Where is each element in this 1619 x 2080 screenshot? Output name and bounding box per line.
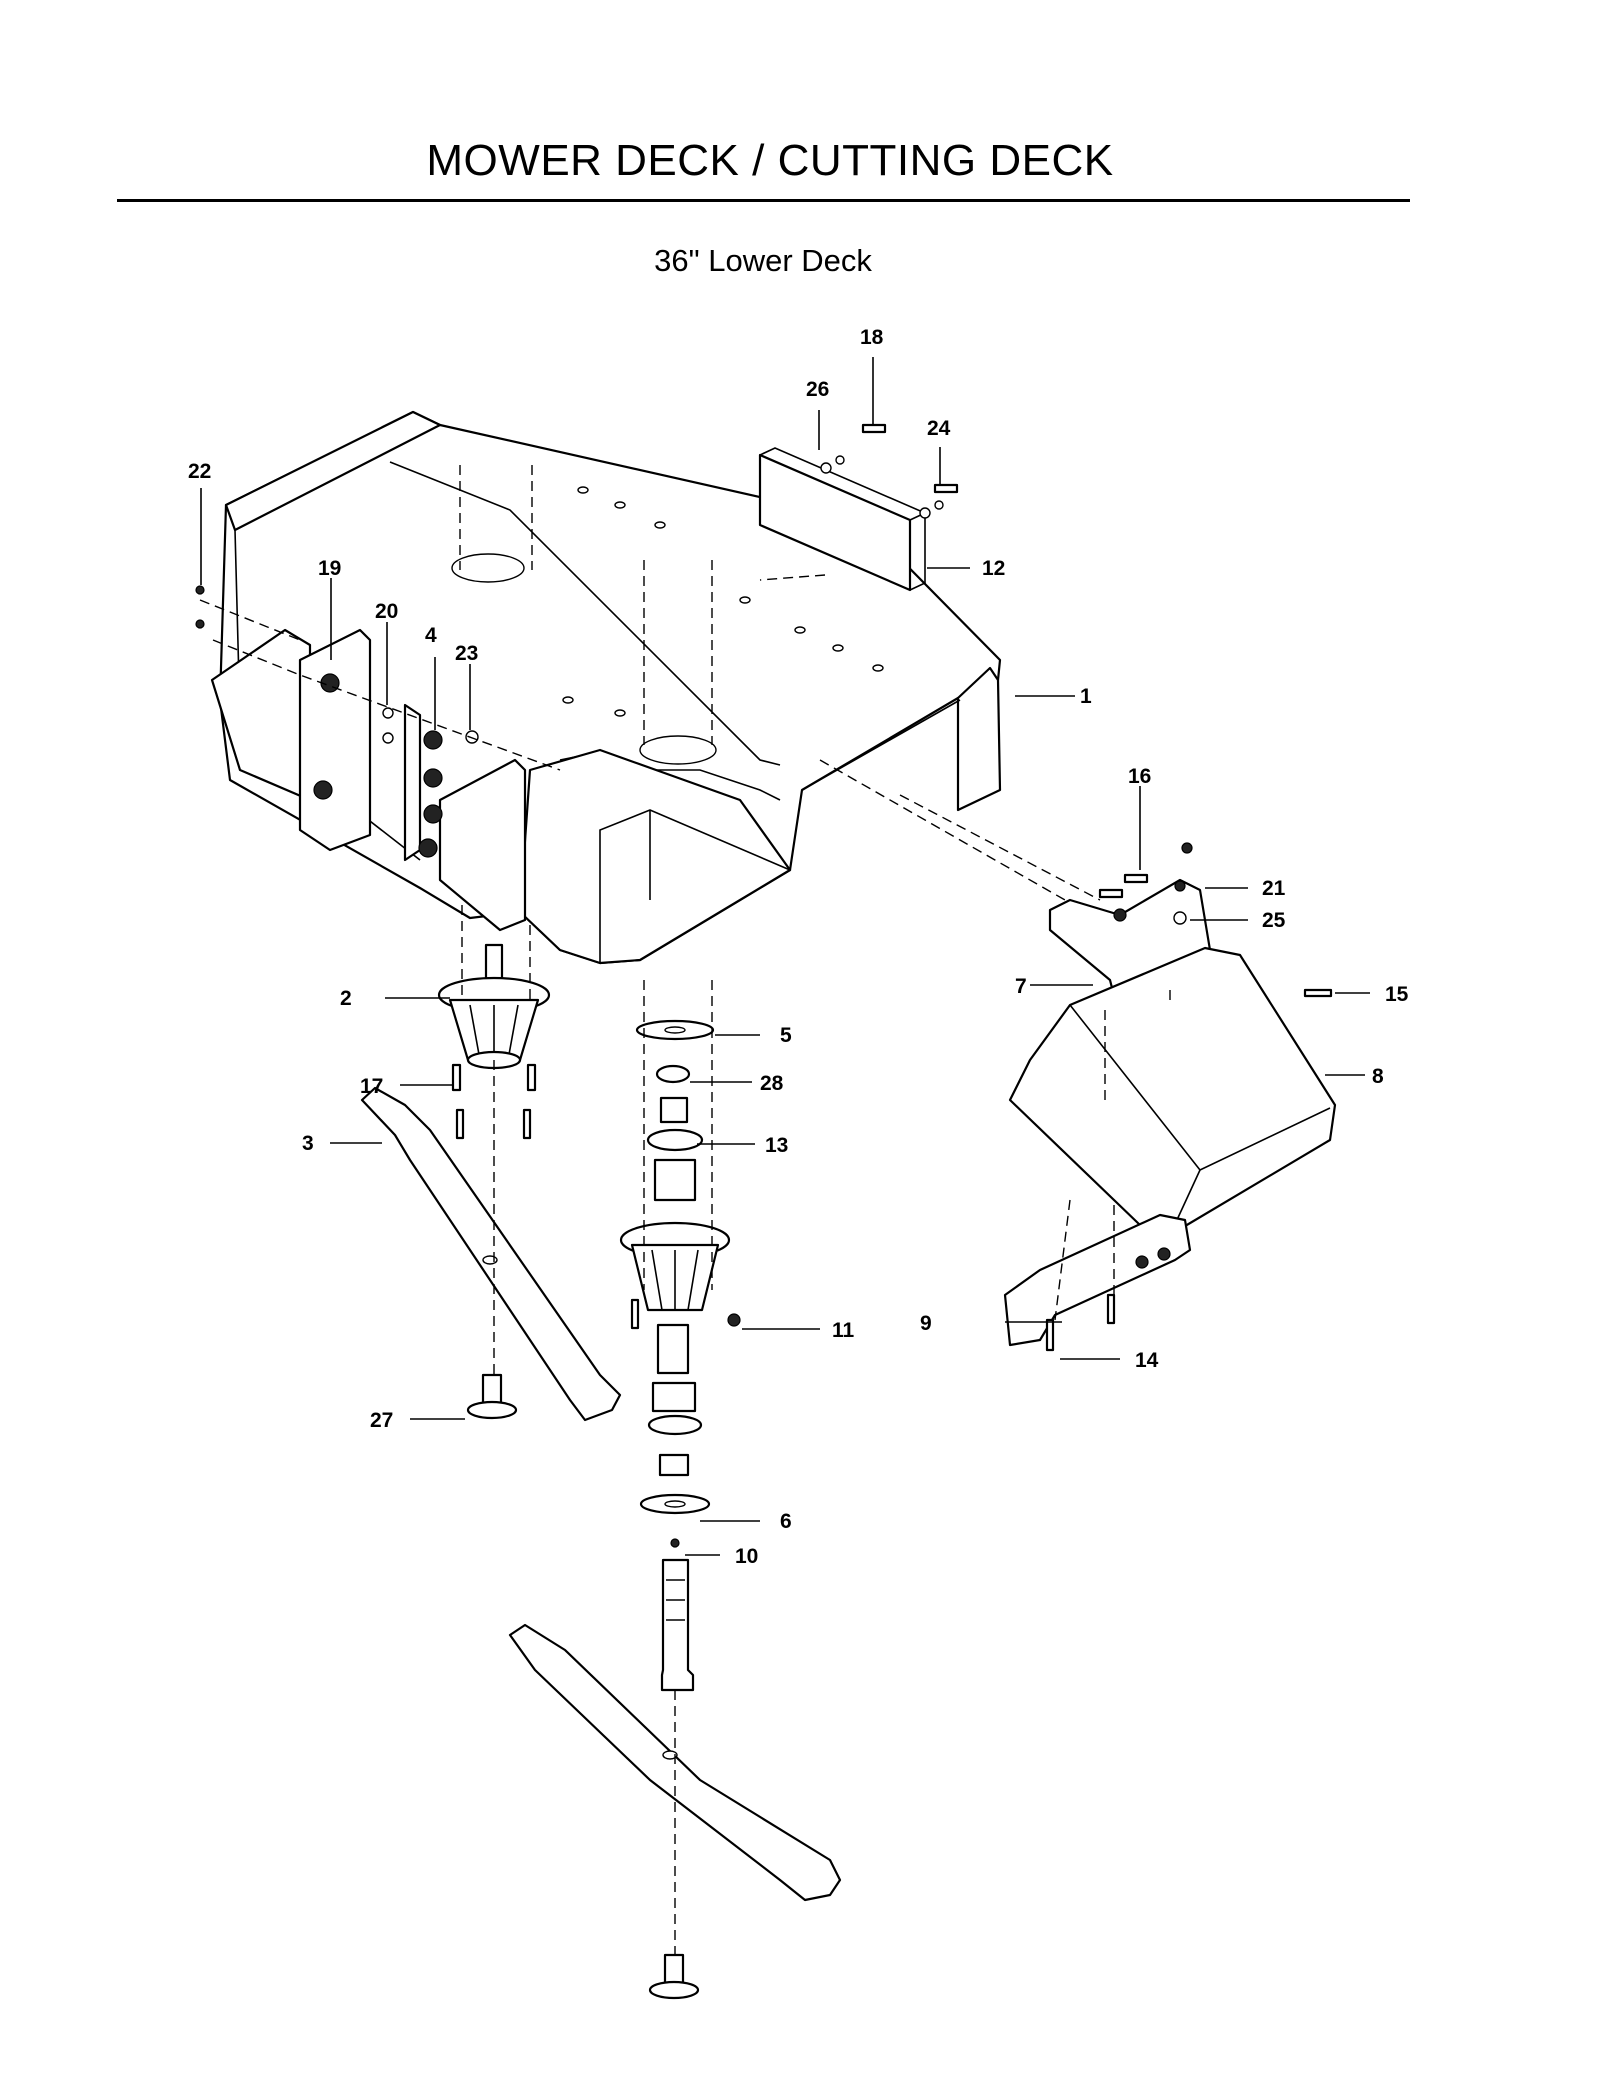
callout-25: 25 bbox=[1262, 909, 1286, 932]
callout-21: 21 bbox=[1262, 877, 1286, 900]
callout-16: 16 bbox=[1128, 765, 1151, 788]
page-title: MOWER DECK / CUTTING DECK bbox=[426, 136, 1114, 185]
callout-10: 10 bbox=[735, 1545, 758, 1568]
blade-adapters bbox=[466, 1373, 700, 2000]
callout-12: 12 bbox=[982, 557, 1005, 580]
callout-20: 20 bbox=[375, 600, 398, 623]
callout-23: 23 bbox=[455, 642, 478, 665]
alignment-lines bbox=[199, 465, 1171, 1955]
rear-plate bbox=[758, 447, 927, 592]
callout-27: 27 bbox=[370, 1409, 393, 1432]
callout-24: 24 bbox=[927, 417, 951, 440]
discharge-chute bbox=[1008, 946, 1337, 1237]
callout-26: 26 bbox=[806, 378, 829, 401]
callout-8: 8 bbox=[1372, 1065, 1384, 1088]
callout-6: 6 bbox=[780, 1510, 792, 1533]
callout-1: 1 bbox=[1080, 685, 1092, 708]
callout-3: 3 bbox=[302, 1132, 314, 1155]
callout-11: 11 bbox=[832, 1319, 855, 1342]
left-spindle bbox=[437, 943, 551, 1070]
leader-lines bbox=[200, 357, 1370, 1556]
callout-13: 13 bbox=[765, 1134, 788, 1157]
callout-14: 14 bbox=[1135, 1349, 1159, 1372]
callout-5: 5 bbox=[780, 1024, 792, 1047]
callout-28: 28 bbox=[760, 1072, 784, 1095]
callout-9: 9 bbox=[920, 1312, 932, 1335]
callout-7: 7 bbox=[1015, 975, 1027, 998]
callout-18: 18 bbox=[860, 326, 884, 349]
chute-support bbox=[1003, 1213, 1192, 1347]
diagram-subtitle: 36" Lower Deck bbox=[654, 243, 872, 278]
left-bracket-assembly bbox=[195, 585, 527, 932]
callout-22: 22 bbox=[188, 460, 211, 483]
callout-19: 19 bbox=[318, 557, 341, 580]
center-spindle-stack bbox=[619, 1019, 741, 1692]
left-blade bbox=[360, 1086, 622, 1422]
callout-17: 17 bbox=[360, 1075, 383, 1098]
callout-2: 2 bbox=[340, 987, 352, 1010]
hardware-bolts bbox=[451, 423, 1333, 1352]
callout-4: 4 bbox=[425, 624, 437, 647]
callout-labels: 1 2 3 4 5 6 7 8 9 10 11 12 13 14 15 16 1… bbox=[188, 326, 1409, 1568]
title-divider bbox=[117, 199, 1410, 202]
callout-15: 15 bbox=[1385, 983, 1409, 1006]
